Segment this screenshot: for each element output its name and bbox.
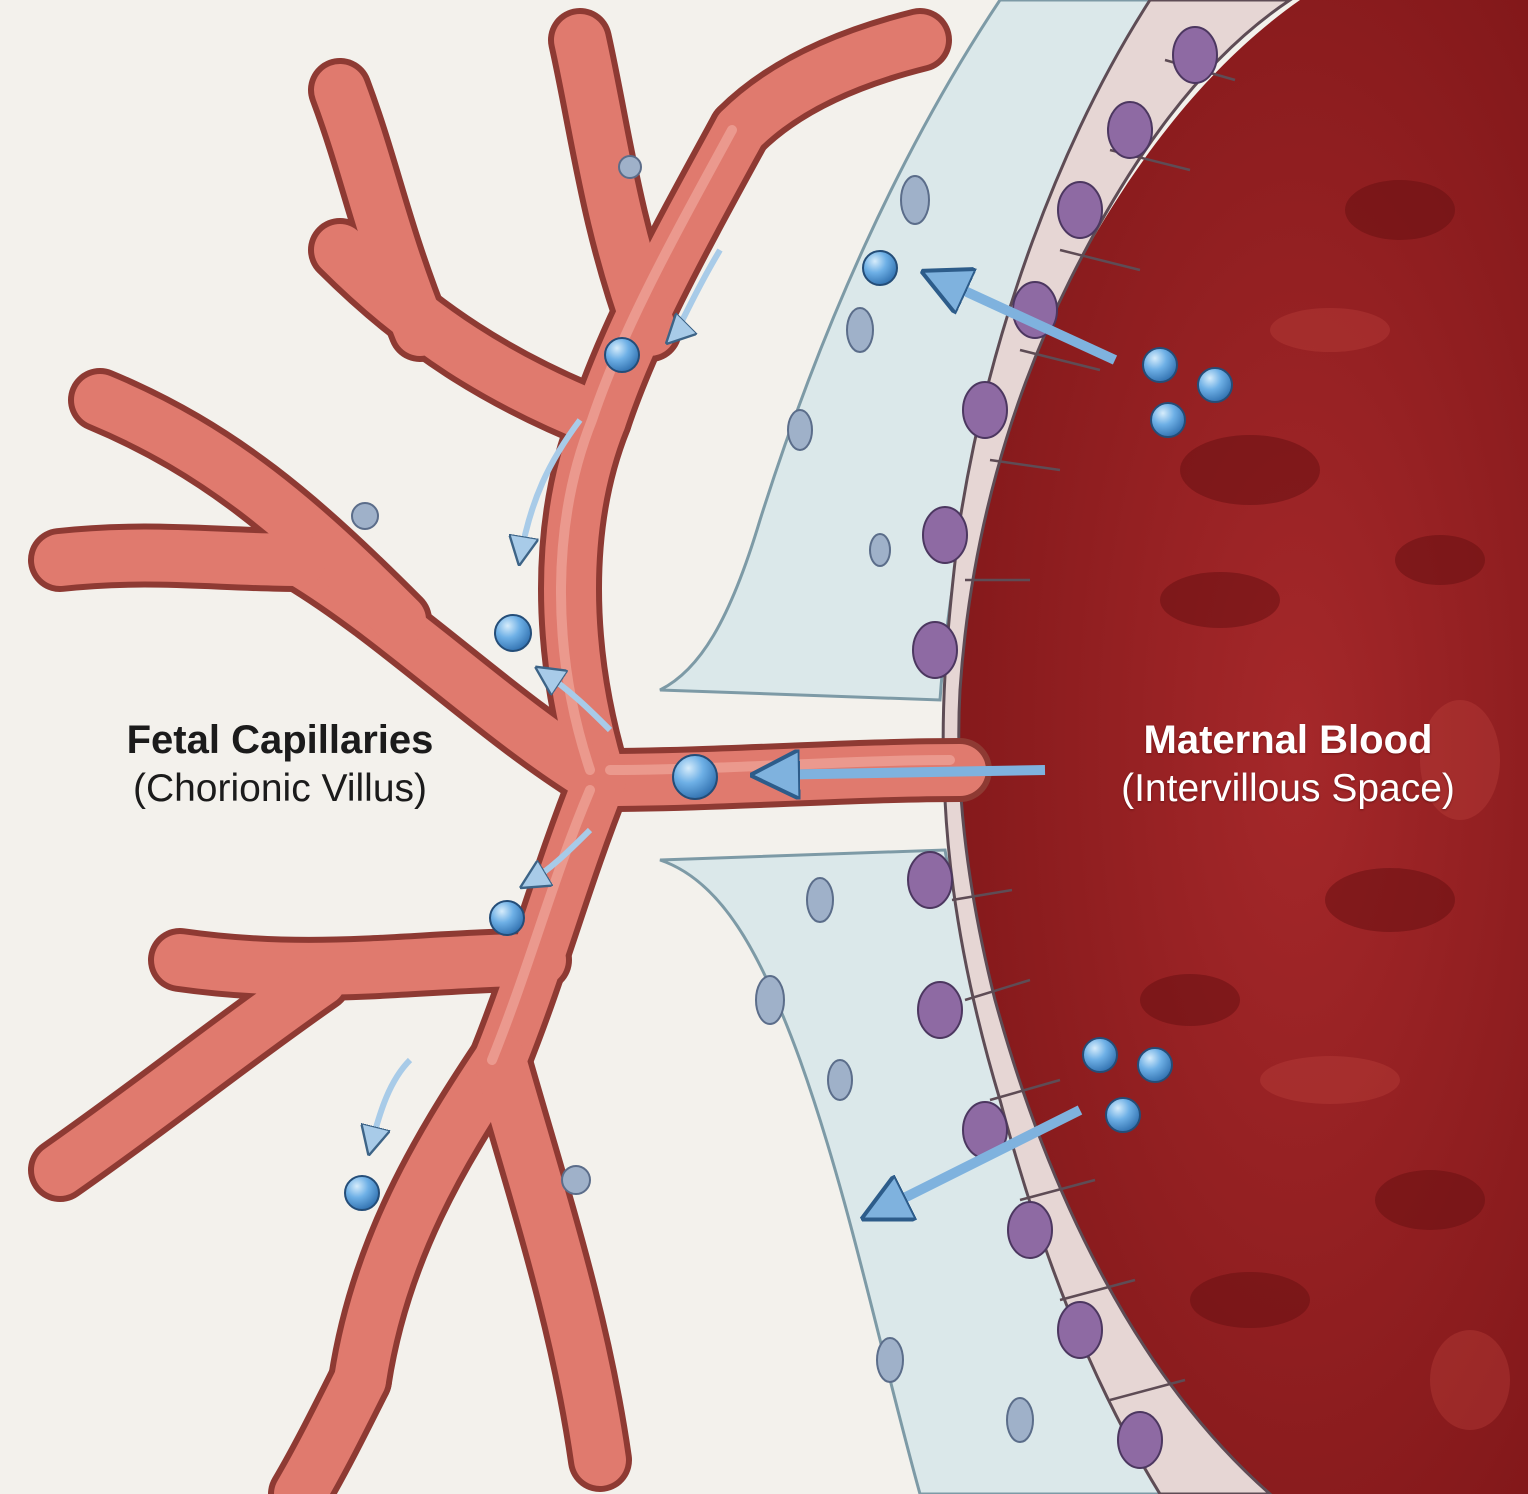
maternal-blood-label: Maternal Blood (Intervillous Space) bbox=[1068, 716, 1508, 812]
molecule-dot bbox=[1198, 368, 1232, 402]
molecule-dot bbox=[1138, 1048, 1172, 1082]
molecule-dot bbox=[495, 615, 531, 651]
fetal-label-subtitle: (Chorionic Villus) bbox=[70, 765, 490, 813]
molecule-dot bbox=[1083, 1038, 1117, 1072]
fetal-capillaries-label: Fetal Capillaries (Chorionic Villus) bbox=[70, 716, 490, 812]
molecule-dot bbox=[352, 503, 378, 529]
fetal-label-title: Fetal Capillaries bbox=[70, 716, 490, 765]
molecule-dot bbox=[619, 156, 641, 178]
molecule-dot bbox=[490, 901, 524, 935]
molecule-dot bbox=[1143, 348, 1177, 382]
molecule-dot bbox=[673, 755, 717, 799]
molecule-dot bbox=[1106, 1098, 1140, 1132]
molecule-dot bbox=[605, 338, 639, 372]
maternal-label-title: Maternal Blood bbox=[1068, 716, 1508, 765]
molecule-dot bbox=[345, 1176, 379, 1210]
molecule-dot bbox=[1151, 403, 1185, 437]
diffusion-arrow bbox=[760, 770, 1045, 775]
molecule-dot bbox=[863, 251, 897, 285]
molecule-dot bbox=[562, 1166, 590, 1194]
flow-arrow bbox=[370, 1060, 410, 1150]
maternal-label-subtitle: (Intervillous Space) bbox=[1068, 765, 1508, 813]
